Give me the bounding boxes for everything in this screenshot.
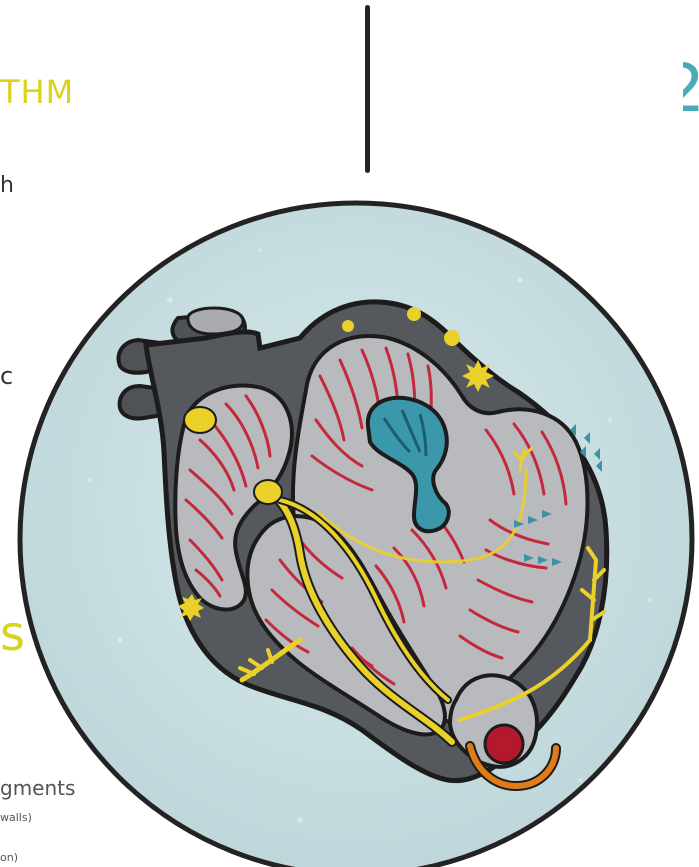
heart-diagram — [0, 0, 699, 867]
heart-illustration — [0, 0, 699, 867]
